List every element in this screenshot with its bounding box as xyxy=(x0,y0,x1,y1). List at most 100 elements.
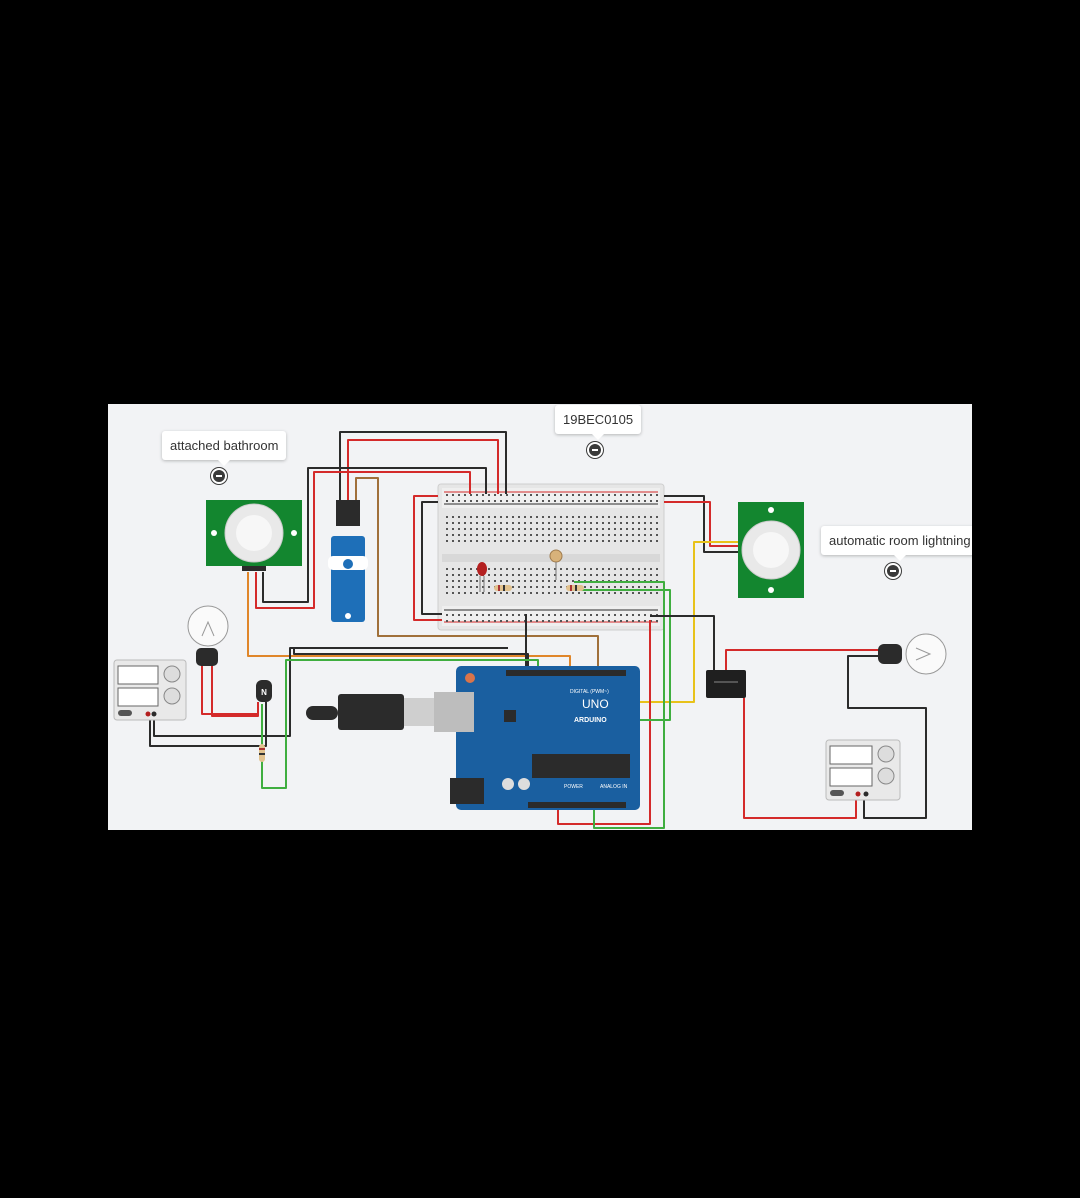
breadboard-hole xyxy=(554,614,556,616)
breadboard-hole xyxy=(626,494,628,496)
resistor[interactable] xyxy=(566,585,584,591)
breadboard-hole xyxy=(548,528,550,530)
breadboard-hole xyxy=(500,620,502,622)
relay[interactable] xyxy=(706,670,746,698)
breadboard-hole xyxy=(626,500,628,502)
breadboard-hole xyxy=(656,500,658,502)
breadboard-hole xyxy=(536,494,538,496)
breadboard-hole xyxy=(464,568,466,570)
breadboard-hole xyxy=(452,592,454,594)
breadboard-hole xyxy=(452,522,454,524)
photoresistor[interactable] xyxy=(549,549,563,580)
breadboard-hole xyxy=(596,500,598,502)
breadboard-hole xyxy=(614,614,616,616)
breadboard-hole xyxy=(638,528,640,530)
breadboard-hole xyxy=(530,500,532,502)
breadboard-hole xyxy=(560,580,562,582)
note-automatic-room-lightning[interactable]: automatic room lightning xyxy=(821,526,972,561)
breadboard-hole xyxy=(512,534,514,536)
power-supply-right[interactable] xyxy=(825,739,901,801)
breadboard-hole xyxy=(584,528,586,530)
breadboard-hole xyxy=(548,592,550,594)
breadboard-hole xyxy=(572,522,574,524)
wire xyxy=(201,666,258,715)
note-attached-bathroom[interactable]: attached bathroom xyxy=(162,431,287,466)
breadboard-hole xyxy=(536,540,538,542)
breadboard-hole xyxy=(530,592,532,594)
breadboard-hole xyxy=(638,620,640,622)
breadboard-hole xyxy=(446,620,448,622)
breadboard-hole xyxy=(626,592,628,594)
breadboard-hole xyxy=(602,620,604,622)
breadboard-hole xyxy=(584,522,586,524)
circuit-canvas[interactable]: N ARDUINO UNO DIGITAL (PWM~) xyxy=(108,404,972,830)
breadboard-hole xyxy=(626,574,628,576)
breadboard-hole xyxy=(584,614,586,616)
breadboard-hole xyxy=(482,500,484,502)
breadboard-hole xyxy=(524,522,526,524)
wire xyxy=(355,477,599,666)
breadboard-hole xyxy=(632,516,634,518)
wire xyxy=(255,471,471,609)
resistor-left-circuit[interactable] xyxy=(259,744,265,762)
arduino-uno[interactable]: ARDUINO UNO DIGITAL (PWM~) POWER ANALOG … xyxy=(450,666,640,810)
breadboard-hole xyxy=(446,568,448,570)
breadboard-hole xyxy=(614,494,616,496)
breadboard-hole xyxy=(656,620,658,622)
wire xyxy=(413,495,442,621)
breadboard-hole xyxy=(506,540,508,542)
breadboard-hole xyxy=(644,574,646,576)
breadboard-hole xyxy=(518,574,520,576)
servo-motor[interactable] xyxy=(328,500,368,622)
transistor-label: N xyxy=(261,688,267,697)
breadboard-hole xyxy=(476,534,478,536)
note-student-id[interactable]: 19BEC0105 xyxy=(555,405,642,440)
pir-sensor-left[interactable] xyxy=(206,500,302,571)
npn-transistor[interactable]: N xyxy=(256,680,272,702)
breadboard-hole xyxy=(572,494,574,496)
note-collapse-icon[interactable] xyxy=(211,468,227,484)
breadboard-hole xyxy=(518,586,520,588)
note-collapse-icon[interactable] xyxy=(885,563,901,579)
breadboard-hole xyxy=(614,522,616,524)
breadboard-hole xyxy=(626,568,628,570)
breadboard-hole xyxy=(476,574,478,576)
breadboard-hole xyxy=(614,592,616,594)
pir-sensor-right[interactable] xyxy=(738,502,804,598)
breadboard-hole xyxy=(542,534,544,536)
note-collapse-icon[interactable] xyxy=(587,442,603,458)
power-supply-left[interactable] xyxy=(113,659,187,721)
breadboard-hole xyxy=(614,568,616,570)
breadboard-hole xyxy=(650,586,652,588)
breadboard-hole xyxy=(554,528,556,530)
breadboard-hole xyxy=(476,592,478,594)
breadboard-hole xyxy=(548,574,550,576)
breadboard-hole xyxy=(644,534,646,536)
breadboard-hole xyxy=(590,494,592,496)
breadboard-hole xyxy=(506,592,508,594)
breadboard-hole xyxy=(620,500,622,502)
breadboard-hole xyxy=(560,500,562,502)
light-bulb-left[interactable] xyxy=(187,605,229,666)
breadboard-hole xyxy=(458,516,460,518)
light-bulb-right[interactable] xyxy=(878,633,947,675)
breadboard-hole xyxy=(524,574,526,576)
breadboard-hole xyxy=(554,568,556,570)
breadboard-hole xyxy=(626,534,628,536)
resistor[interactable] xyxy=(494,585,512,591)
breadboard-hole xyxy=(446,592,448,594)
breadboard-hole xyxy=(488,620,490,622)
breadboard-hole xyxy=(644,516,646,518)
breadboard-hole xyxy=(620,516,622,518)
wire xyxy=(847,655,927,819)
breadboard-hole xyxy=(554,534,556,536)
breadboard-hole xyxy=(524,528,526,530)
breadboard-hole xyxy=(572,534,574,536)
breadboard-hole xyxy=(656,522,658,524)
breadboard-hole xyxy=(476,620,478,622)
breadboard-hole xyxy=(584,494,586,496)
breadboard-hole xyxy=(632,528,634,530)
breadboard-hole xyxy=(458,568,460,570)
led-red[interactable] xyxy=(477,562,487,592)
breadboard-hole xyxy=(464,580,466,582)
